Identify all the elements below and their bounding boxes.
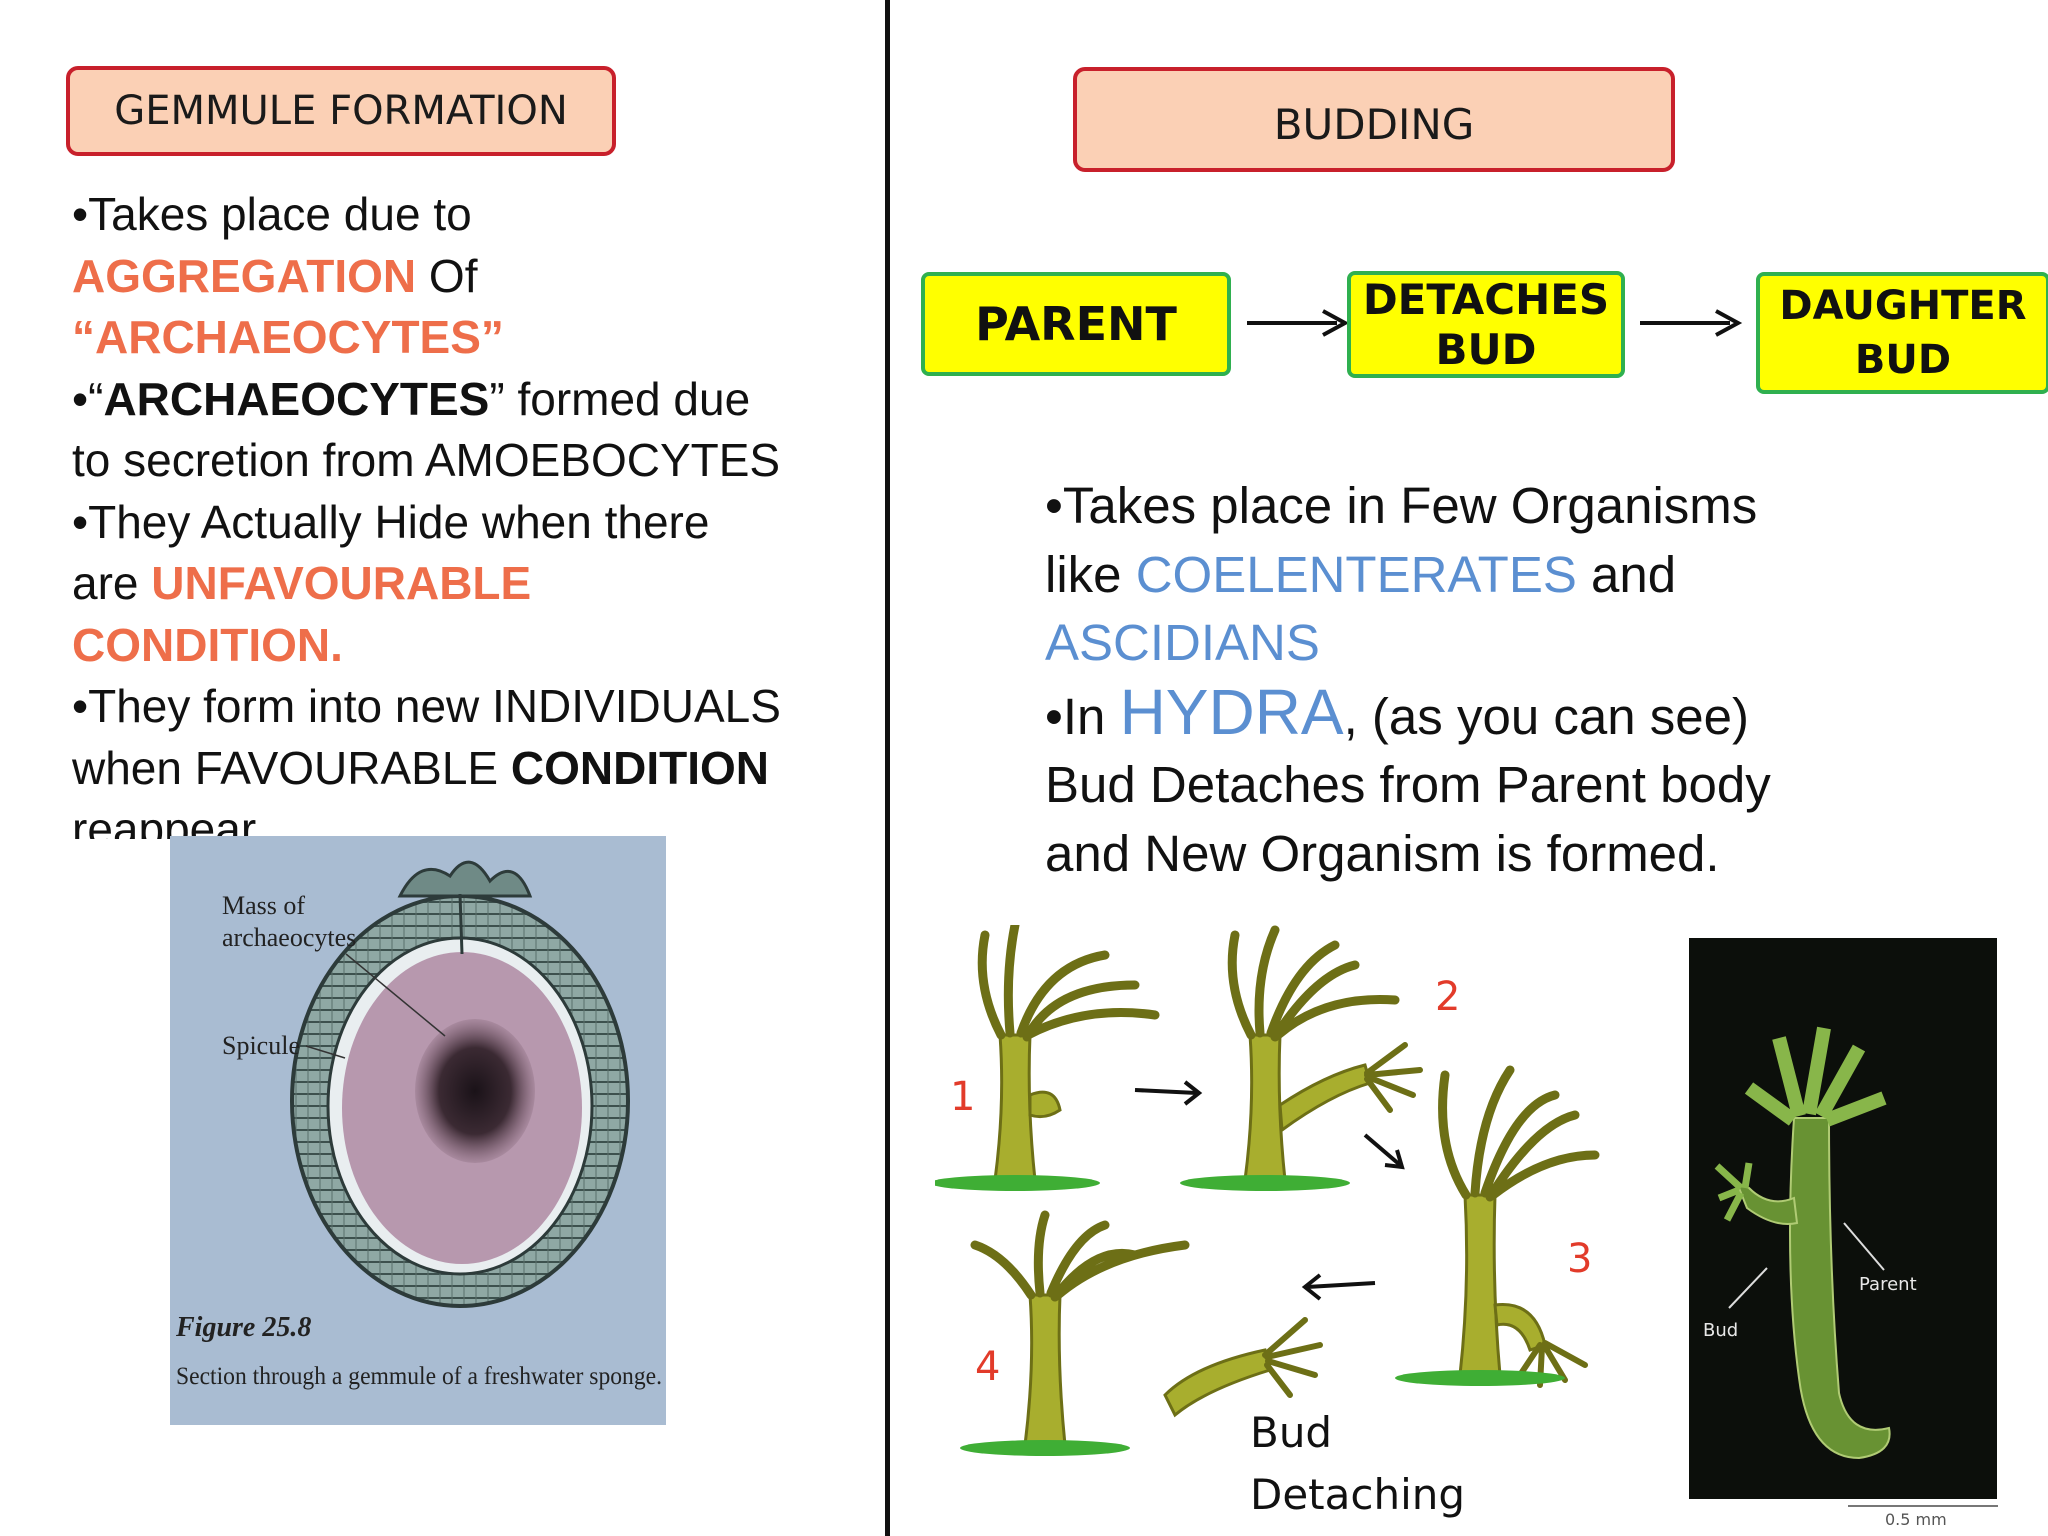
budding-line-3: ASCIDIANS (1045, 614, 1320, 671)
gemmule-line-5: to secretion from AMOEBOCYTES (72, 434, 781, 486)
label-spicule: Spicule (222, 1031, 300, 1060)
scale-label: 0.5 mm (1885, 1510, 1947, 1529)
diagram-step-2: 2 (1435, 974, 1460, 1020)
budding-line-4: •In HYDRA, (as you can see) (1045, 675, 1749, 748)
gemmule-line-1: •Takes place due to (72, 188, 472, 240)
flow-box-detaches-bud: DETACHES BUD (1347, 271, 1625, 378)
diagram-step-3: 3 (1567, 1236, 1592, 1282)
gemmule-section-figure: Mass of archaeocytes Spicule Figure 25.8… (170, 836, 666, 1425)
label-mass-of: Mass of (222, 891, 305, 920)
flow-box-daughter-bud: DAUGHTER BUD (1756, 272, 2048, 394)
photo-label-bud: Bud (1703, 1320, 1738, 1341)
bud-detaching-caption-1: Bud (1250, 1408, 1333, 1457)
gemmule-line-4: •“ARCHAEOCYTES” formed due (72, 372, 751, 425)
gemmule-line-6: •They Actually Hide when there (72, 495, 710, 548)
figure-caption: Section through a gemmule of a freshwate… (176, 1363, 662, 1390)
photo-label-parent: Parent (1859, 1274, 1917, 1295)
budding-line-2: like COELENTERATES and (1045, 545, 1677, 603)
flow-box-parent: PARENT (921, 272, 1231, 376)
gemmule-line-9: •They form into new INDIVIDUALS (72, 680, 781, 732)
scale-bar (1848, 1505, 1998, 1507)
budding-line-1: •Takes place in Few Organisms (1045, 477, 1758, 534)
label-archaeocytes: archaeocytes (222, 923, 356, 952)
gemmule-line-10: when FAVOURABLE CONDITION (72, 741, 769, 794)
gemmule-formation-title: GEMMULE FORMATION (66, 66, 616, 156)
diagram-step-4: 4 (975, 1344, 1000, 1390)
hydra-microscope-photo: Bud Parent (1689, 938, 1997, 1499)
budding-title-text: BUDDING (1273, 100, 1475, 149)
hydra-budding-diagram: 1 2 3 4 (935, 925, 1600, 1456)
budding-title: BUDDING (1073, 67, 1675, 172)
gemmule-line-11: reappear (72, 803, 257, 839)
gemmule-line-7: are UNFAVOURABLE (72, 557, 532, 609)
figure-number: Figure 25.8 (175, 1312, 311, 1343)
gemmule-line-2: AGGREGATION Of (72, 249, 478, 302)
column-divider (885, 0, 890, 1536)
gemmule-line-8: CONDITION. (72, 618, 343, 671)
gemmule-text-block: •Takes place due to AGGREGATION Of “ARCH… (72, 184, 872, 861)
budding-line-5: Bud Detaches from Parent body (1045, 756, 1771, 813)
diagram-step-1: 1 (950, 1074, 975, 1120)
gemmule-line-3: “ARCHAEOCYTES” (72, 311, 504, 363)
budding-text-block: •Takes place in Few Organisms like COELE… (1045, 472, 2005, 888)
gemmule-title-text: GEMMULE FORMATION (114, 88, 568, 134)
budding-line-6: and New Organism is formed. (1045, 824, 1720, 882)
flow-arrow-1 (1247, 309, 1350, 337)
flow-arrow-2 (1640, 309, 1743, 337)
bud-detaching-caption-2: Detaching (1250, 1470, 1466, 1519)
